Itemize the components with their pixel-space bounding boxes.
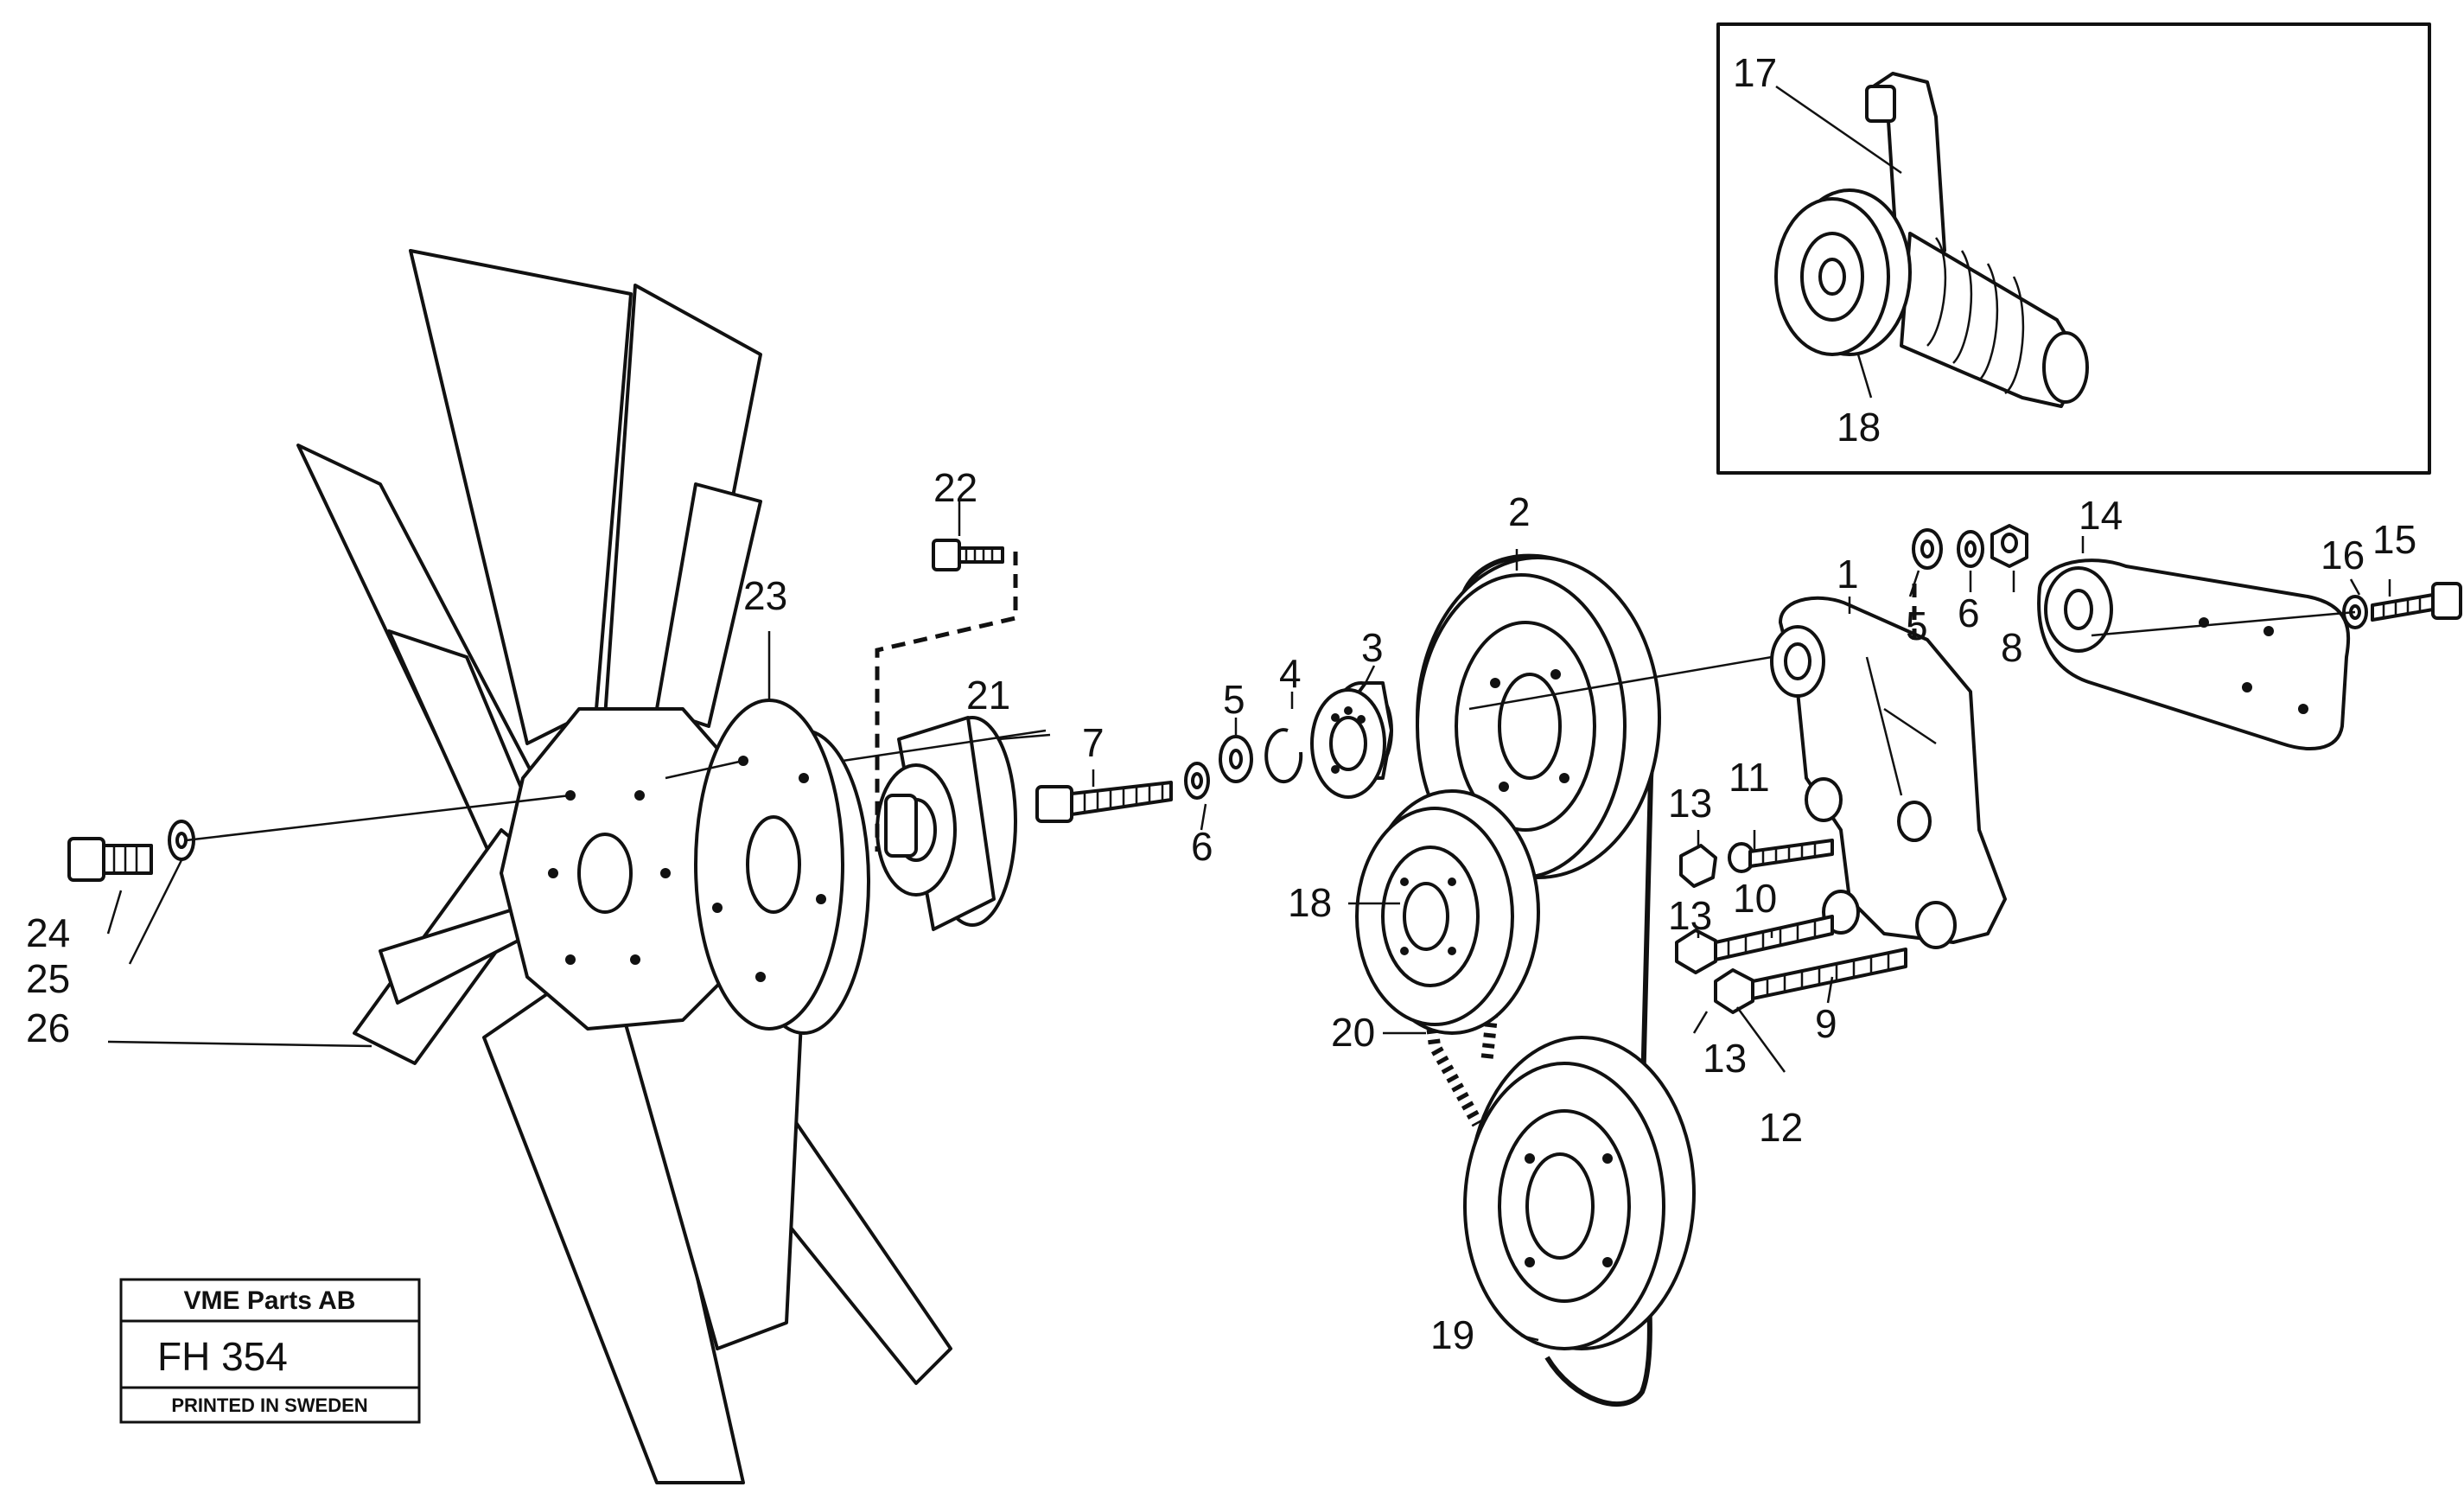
bolt-22 xyxy=(932,539,1004,571)
callout-8: 8 xyxy=(2001,625,2023,670)
company-name: VME Parts AB xyxy=(184,1286,356,1315)
callout-6-right: 6 xyxy=(1958,590,1980,635)
screw-10 xyxy=(1675,915,1834,974)
callout-2: 2 xyxy=(1508,489,1531,534)
callout-3: 3 xyxy=(1361,625,1384,670)
tensioner-arm xyxy=(2037,558,2351,750)
callout-20: 20 xyxy=(1331,1010,1375,1055)
callout-26: 26 xyxy=(26,1005,70,1050)
callout-1: 1 xyxy=(1837,552,1859,597)
circlip-4 xyxy=(1264,728,1303,784)
callout-17: 17 xyxy=(1733,50,1777,95)
callout-16: 16 xyxy=(2321,533,2365,578)
callout-5-right: 5 xyxy=(1906,603,1928,648)
callout-14: 14 xyxy=(2079,493,2123,538)
screw-24 xyxy=(67,837,153,882)
tensioner-bracket xyxy=(1770,596,2007,949)
callout-6: 6 xyxy=(1191,824,1213,869)
washer-5 xyxy=(1219,735,1253,783)
callout-10: 10 xyxy=(1733,876,1777,921)
callout-7: 7 xyxy=(1082,720,1105,765)
nut-8 xyxy=(1990,524,2028,568)
nut-13-top xyxy=(1679,844,1717,888)
callout-4: 4 xyxy=(1279,651,1302,696)
inset-spring xyxy=(1900,232,2089,408)
callout-12: 12 xyxy=(1759,1105,1803,1150)
fan-hub xyxy=(875,716,1017,931)
washer-5-right xyxy=(1912,528,1943,570)
callout-23: 23 xyxy=(743,573,787,618)
bearing-3 xyxy=(1310,681,1393,799)
pulley-18 xyxy=(1355,789,1540,1035)
callout-13-top: 13 xyxy=(1668,781,1712,826)
spacer-disc xyxy=(694,699,870,1035)
screw-9 xyxy=(1714,948,1907,1014)
callout-22: 22 xyxy=(933,465,977,510)
callout-15: 15 xyxy=(2372,517,2416,562)
callout-19: 19 xyxy=(1430,1312,1474,1357)
callout-13-bottom: 13 xyxy=(1703,1036,1747,1081)
drawing-code: FH 354 xyxy=(157,1334,288,1379)
pulley-19 xyxy=(1463,1036,1696,1350)
inset-pulley xyxy=(1774,188,1912,356)
callout-18: 18 xyxy=(1288,880,1332,925)
washer-6-right xyxy=(1957,530,1984,568)
title-block: VME Parts AB FH 354 PRINTED IN SWEDEN xyxy=(119,1278,421,1424)
washer-6 xyxy=(1184,762,1210,800)
callout-11: 11 xyxy=(1729,755,1770,800)
callout-24: 24 xyxy=(26,910,70,955)
callout-5: 5 xyxy=(1223,677,1245,722)
callout-21: 21 xyxy=(966,673,1010,718)
fan-center-bore xyxy=(577,833,633,914)
callout-18-inset: 18 xyxy=(1837,405,1881,450)
print-notice: PRINTED IN SWEDEN xyxy=(171,1394,367,1416)
stud-11 xyxy=(1728,839,1834,873)
callout-9: 9 xyxy=(1815,1001,1837,1046)
leader-lines xyxy=(106,85,2391,1342)
screw-15 xyxy=(2371,582,2462,622)
callout-labels: 1 2 3 4 5 6 7 5 6 8 9 10 11 12 13 13 13 … xyxy=(26,50,2416,1357)
bolt-7 xyxy=(1035,781,1173,823)
inset-detail xyxy=(1716,22,2431,475)
fan-bolt-holes xyxy=(548,790,671,965)
callout-25: 25 xyxy=(26,956,70,1001)
callout-13-mid: 13 xyxy=(1668,893,1712,938)
